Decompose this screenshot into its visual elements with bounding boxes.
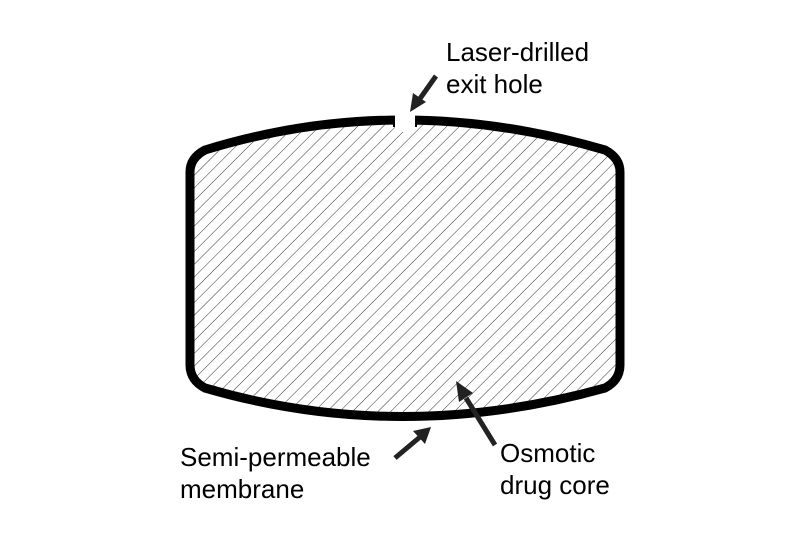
membrane-arrow: [393, 427, 431, 460]
membrane-label: Semi-permeable membrane: [180, 441, 371, 505]
membrane-label-line2: membrane: [180, 474, 305, 504]
laser-drilled-exit-hole: [395, 110, 415, 132]
drug-core-label-line2: drug core: [500, 470, 610, 500]
exit-hole-label-line1: Laser-drilled: [446, 37, 590, 67]
drug-core-label-line1: Osmotic: [500, 438, 596, 468]
exit-hole-arrow: [410, 74, 439, 112]
exit-hole-label-line2: exit hole: [446, 69, 543, 99]
exit-hole-label: Laser-drilled exit hole: [446, 36, 589, 100]
semi-permeable-membrane-outline: [185, 115, 625, 421]
membrane-label-line1: Semi-permeable: [180, 442, 371, 472]
drug-core-arrow: [456, 381, 498, 447]
osmotic-drug-core-fill: [190, 120, 620, 417]
drug-core-label: Osmotic drug core: [500, 437, 610, 501]
